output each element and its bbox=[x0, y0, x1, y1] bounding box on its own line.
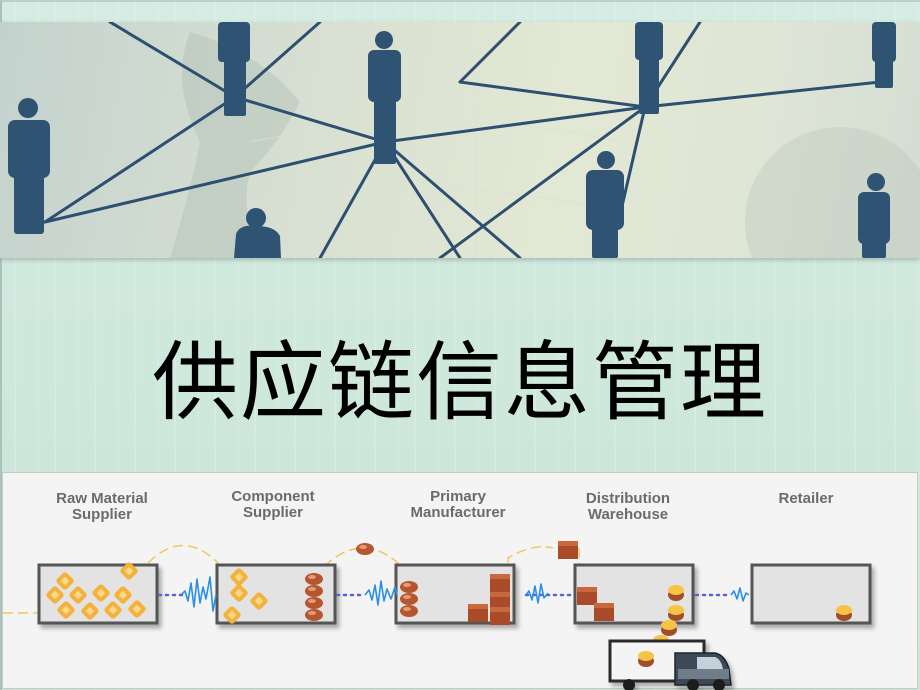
stage-label-line1: Raw Material bbox=[56, 490, 148, 507]
stage-label-line2: Warehouse bbox=[587, 506, 669, 523]
supply-chain-diagram: Raw Material Supplier Component Supplier… bbox=[2, 472, 918, 690]
stage-label-component-supplier: Component Supplier bbox=[198, 489, 348, 521]
delivery-truck-icon bbox=[608, 639, 732, 690]
stage-label-line2: Supplier bbox=[71, 506, 132, 523]
stage-label-raw-material-supplier: Raw Material Supplier bbox=[27, 491, 177, 523]
hero-network-image bbox=[0, 22, 920, 258]
stage-label-line1: Distribution bbox=[585, 490, 671, 507]
stage-label-line2: Supplier bbox=[242, 504, 303, 521]
person-figure bbox=[8, 98, 50, 234]
network-illustration bbox=[8, 22, 920, 258]
stage-label-line1: Component bbox=[231, 488, 315, 505]
stage-label-line2: Manufacturer bbox=[410, 504, 506, 521]
stage-label-line1: Primary bbox=[430, 488, 486, 505]
supply-chain-graphic bbox=[3, 541, 872, 690]
stage-box-retailer bbox=[750, 563, 872, 625]
slide-title: 供应链信息管理 bbox=[152, 333, 768, 433]
stage-label-retailer: Retailer bbox=[731, 491, 881, 507]
stage-label-primary-manufacturer: Primary Manufacturer bbox=[383, 489, 533, 521]
stage-label-distribution-warehouse: Distribution Warehouse bbox=[553, 491, 703, 523]
stage-label-line1: Retailer bbox=[778, 490, 834, 507]
